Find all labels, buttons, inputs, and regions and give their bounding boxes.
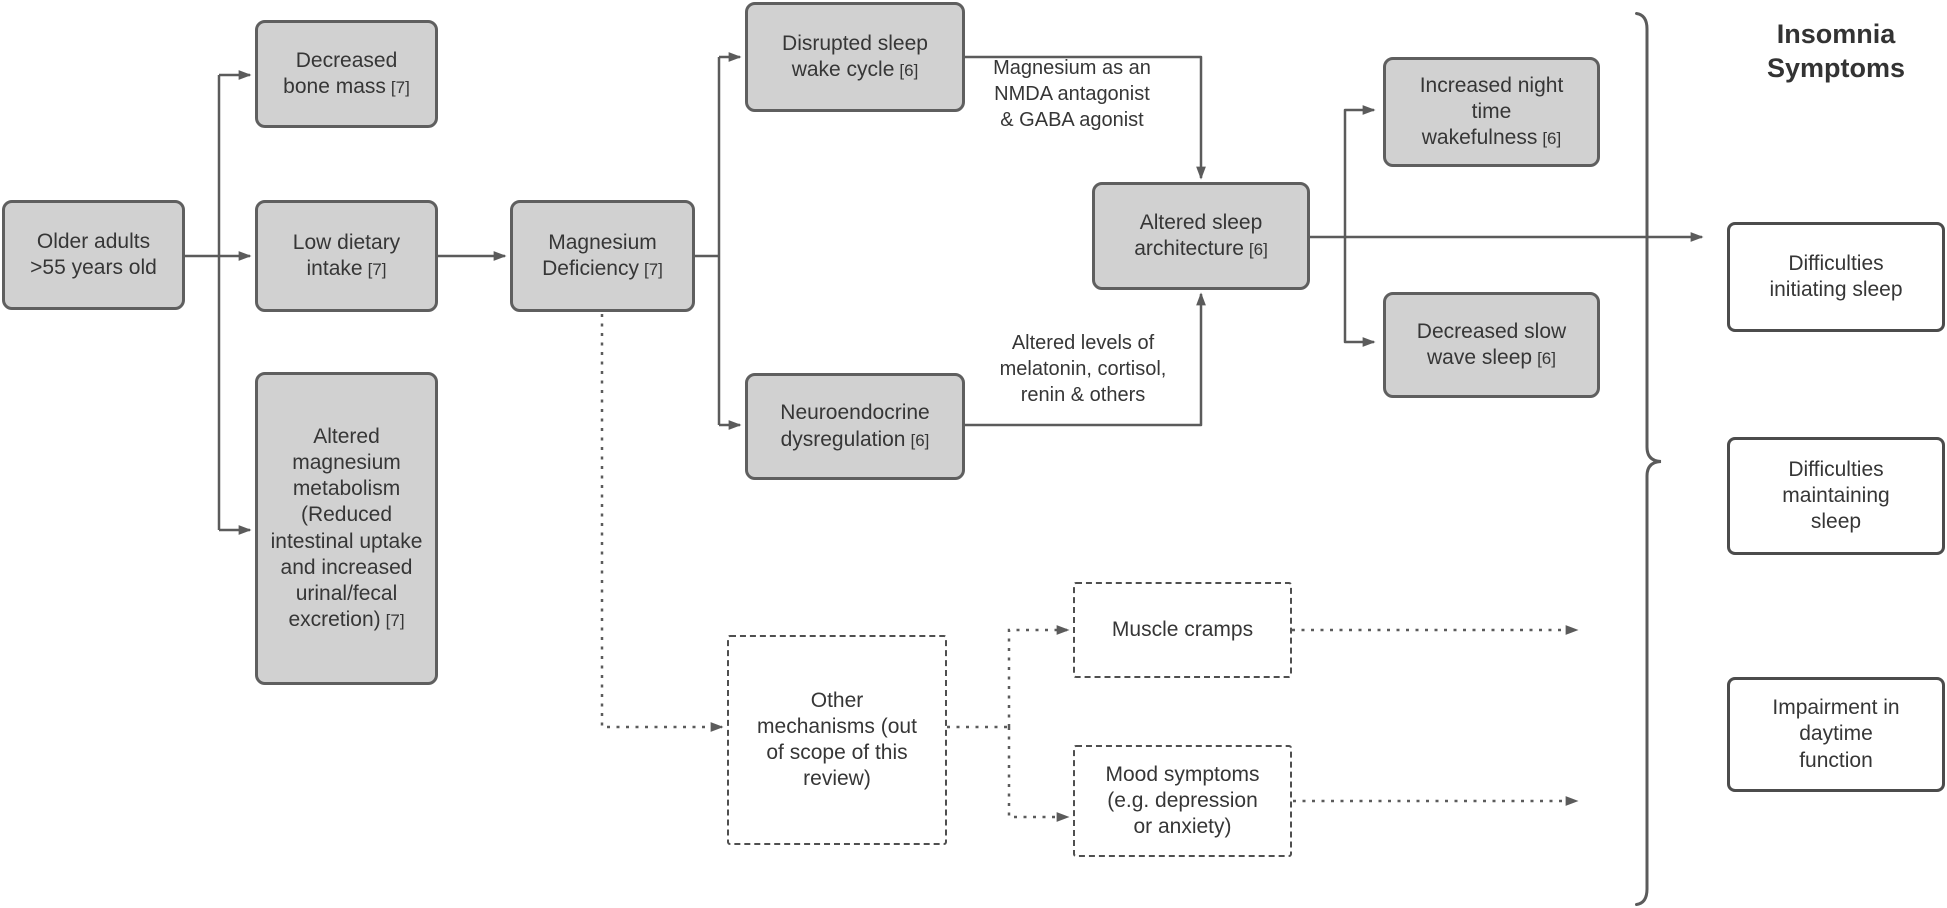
node-disrupted-sleep-wake-cycle: Disrupted sleep wake cycle[6] (745, 2, 965, 112)
node-ref: [6] (899, 61, 919, 80)
node-label: Difficulties maintaining sleep (1782, 457, 1890, 534)
node-decreased-bone-mass: Decreased bone mass[7] (255, 20, 438, 128)
node-increased-night-time-wakefulness: Increased night time wakefulness[6] (1383, 57, 1600, 167)
node-older-adults: Older adults >55 years old (2, 200, 185, 310)
edge-label-nmda-gaba: Magnesium as an NMDA antagonist & GABA a… (993, 57, 1151, 131)
edge-deficiency-to-other-mechanisms (600, 314, 724, 732)
node-ref: [6] (1537, 349, 1556, 368)
node-ref: [7] (390, 78, 410, 97)
node-label: Neuroendocrine dysregulation (780, 401, 930, 451)
node-difficulties-maintaining-sleep: Difficulties maintaining sleep (1727, 437, 1945, 555)
edge-other-mechanisms-branches (947, 625, 1070, 822)
node-altered-sleep-architecture: Altered sleep architecture[6] (1092, 182, 1310, 290)
node-label: Altered sleep architecture (1134, 210, 1263, 260)
node-muscle-cramps: Muscle cramps (1073, 582, 1292, 678)
node-ref: [6] (1542, 129, 1562, 149)
node-ref: [7] (367, 260, 387, 279)
node-impairment-daytime-function: Impairment in daytime function (1727, 677, 1945, 792)
node-label: Mood symptoms (e.g. depression or anxiet… (1105, 762, 1260, 839)
node-decreased-slow-wave-sleep: Decreased slow wave sleep[6] (1383, 292, 1600, 398)
node-neuroendocrine-dysregulation: Neuroendocrine dysregulation[6] (745, 373, 965, 480)
node-label: Older adults >55 years old (30, 229, 157, 279)
edge-label-hormones: Altered levels of melatonin, cortisol, r… (999, 332, 1167, 406)
node-label: Decreased slow wave sleep (1416, 319, 1567, 369)
node-label: Difficulties initiating sleep (1769, 251, 1903, 301)
node-ref: [6] (910, 430, 930, 450)
edge-deficiency-branches (695, 52, 742, 430)
edge-older-adults-branches (185, 70, 252, 535)
node-altered-magnesium-metabolism: Altered magnesium metabolism (Reduced in… (255, 372, 438, 685)
node-other-mechanisms: Other mechanisms (out of scope of this r… (727, 635, 947, 845)
node-label: Decreased bone mass (283, 48, 398, 98)
node-ref: [7] (643, 260, 663, 279)
node-label: Increased night time wakefulness (1419, 73, 1564, 150)
node-label: Other mechanisms (out of scope of this r… (757, 688, 917, 791)
node-difficulties-initiating-sleep: Difficulties initiating sleep (1727, 222, 1945, 332)
node-label: Disrupted sleep wake cycle (782, 31, 928, 81)
node-mood-symptoms: Mood symptoms (e.g. depression or anxiet… (1073, 745, 1292, 857)
node-low-dietary-intake: Low dietary intake[7] (255, 200, 438, 312)
node-ref: [6] (1248, 240, 1268, 259)
node-label: Muscle cramps (1111, 617, 1254, 641)
curly-brace (1635, 12, 1662, 906)
node-magnesium-deficiency: Magnesium Deficiency[7] (510, 200, 695, 312)
node-label: Altered magnesium metabolism (Reduced in… (270, 425, 423, 631)
insomnia-symptoms-heading: Insomnia Symptoms (1766, 19, 1906, 83)
node-label: Impairment in daytime function (1772, 696, 1900, 772)
node-ref: [7] (385, 610, 405, 630)
node-label: Low dietary intake (292, 230, 401, 280)
node-label: Magnesium Deficiency (542, 230, 657, 280)
